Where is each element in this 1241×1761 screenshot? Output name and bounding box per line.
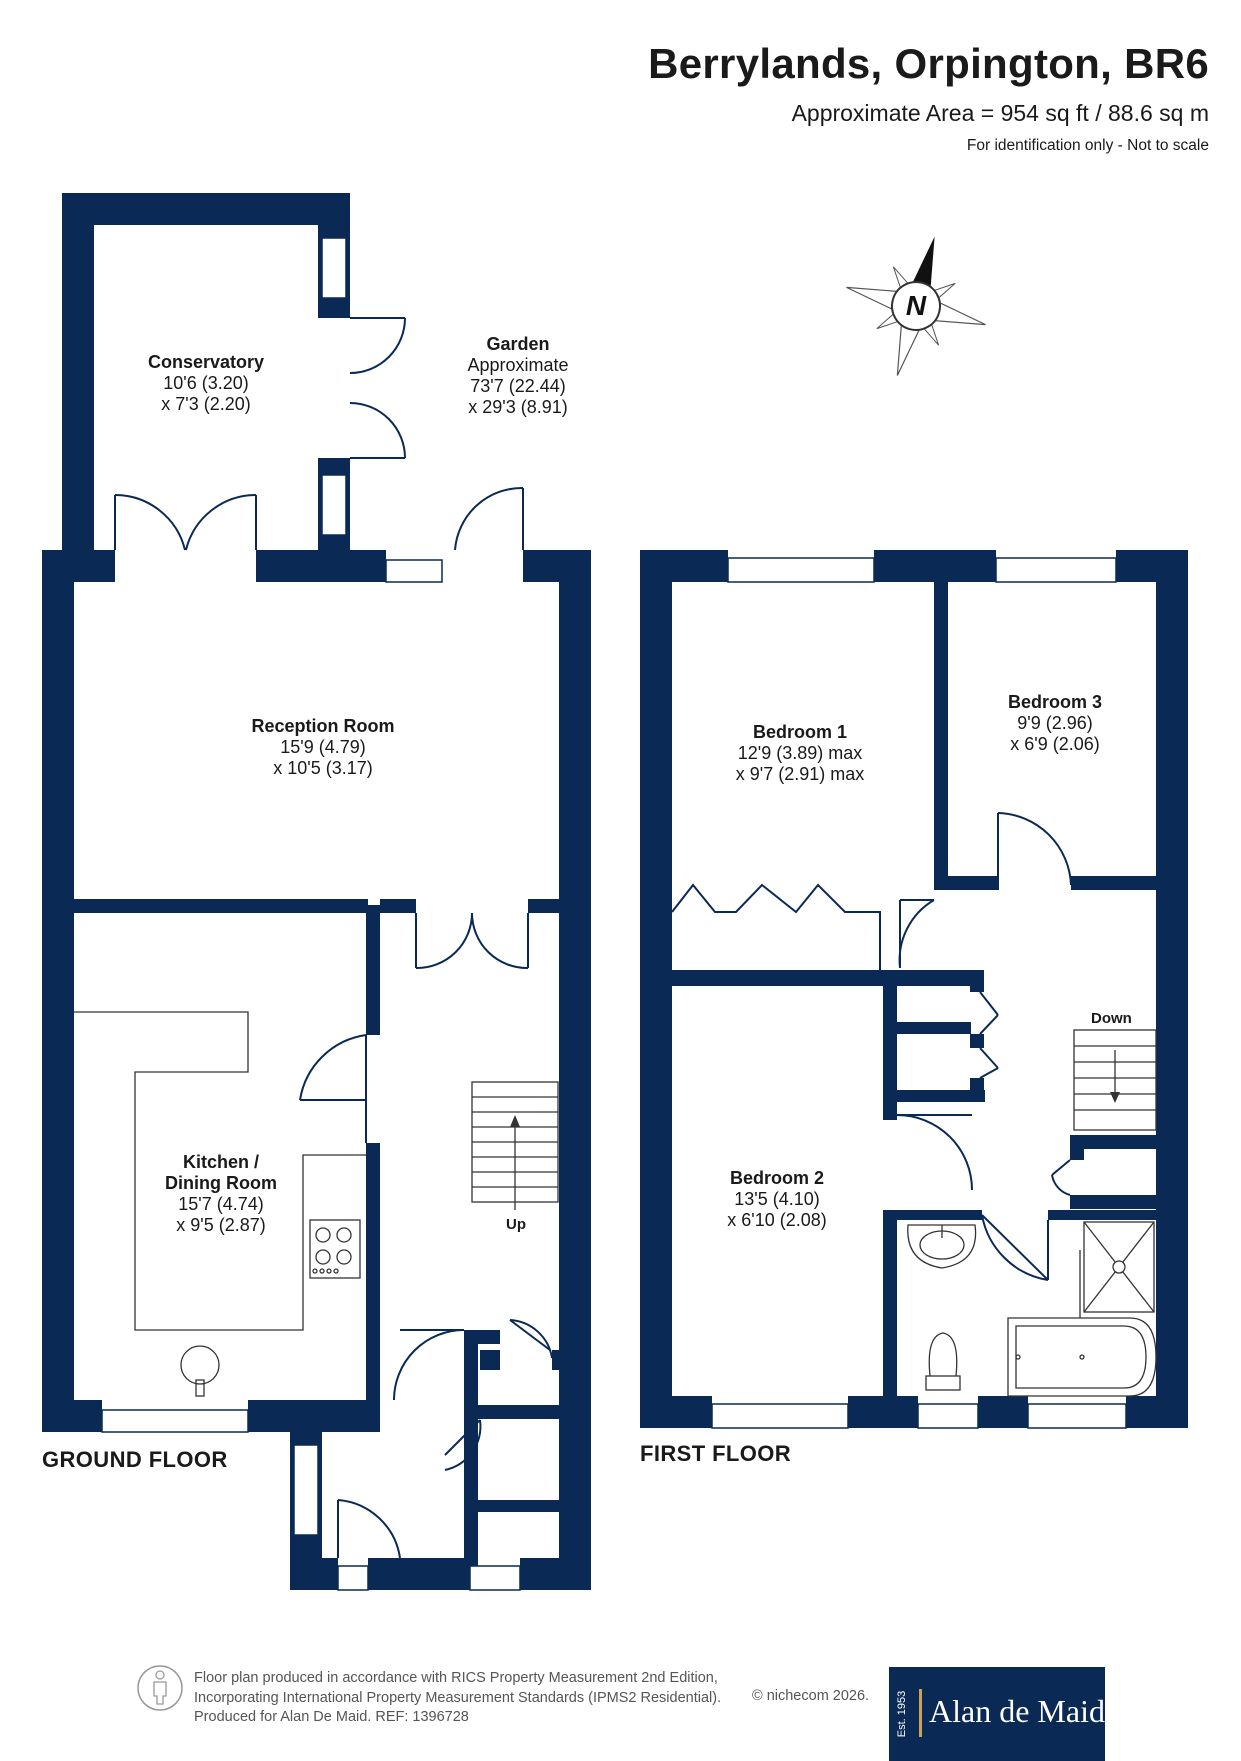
first-floor-windows: [711, 557, 1127, 1429]
copyright-notice: © nichecom 2026.: [752, 1688, 870, 1704]
room-dimension: x 9'5 (2.87): [176, 1215, 266, 1235]
bathroom-fittings: [907, 1221, 1157, 1397]
kitchen-fittings: [74, 1011, 366, 1397]
room-label-bedroom-2: Bedroom 2 13'5 (4.10) x 6'10 (2.08): [727, 1168, 827, 1231]
room-dimension: x 29'3 (8.91): [468, 397, 568, 417]
room-name: Reception Room: [251, 716, 395, 736]
room-dimension: x 9'7 (2.91) max: [735, 764, 865, 784]
first-floor-doors: [671, 812, 1072, 1281]
room-name: Dining Room: [165, 1173, 277, 1193]
room-name: Bedroom 2: [729, 1168, 825, 1188]
room-label-kitchen: Kitchen / Dining Room 15'7 (4.74) x 9'5 …: [165, 1152, 277, 1236]
room-name: Garden: [486, 334, 550, 354]
stairs-down: [1073, 1029, 1157, 1131]
room-dimension: 15'7 (4.74): [178, 1194, 264, 1214]
room-label-garden: Garden Approximate 73'7 (22.44) x 29'3 (…: [467, 334, 568, 418]
room-dimension: 10'6 (3.20): [163, 373, 249, 393]
logo-established: Est. 1953: [896, 1690, 908, 1738]
room-dimension: 9'9 (2.96): [1017, 713, 1093, 733]
room-name: Kitchen /: [182, 1152, 260, 1172]
footer-line: Produced for Alan De Maid. REF: 1396728: [194, 1709, 469, 1725]
room-dimension: 73'7 (22.44): [470, 376, 566, 396]
scale-note: For identification only - Not to scale: [966, 137, 1209, 154]
room-dimension: 12'9 (3.89) max: [737, 743, 863, 763]
room-dimension: 13'5 (4.10): [734, 1189, 820, 1209]
room-name: Bedroom 3: [1007, 692, 1103, 712]
stairs-down-label: Down: [1091, 1010, 1132, 1027]
logo-name: Alan de Maid: [929, 1693, 1105, 1729]
stairs-up: [471, 1081, 559, 1210]
room-label-conservatory: Conservatory 10'6 (3.20) x 7'3 (2.20): [148, 352, 264, 415]
footer-disclaimer: Floor plan produced in accordance with R…: [194, 1669, 721, 1728]
approximate-area: Approximate Area = 954 sq ft / 88.6 sq m: [791, 100, 1209, 126]
ground-floor-windows: [101, 237, 521, 1591]
room-name: Bedroom 1: [752, 722, 848, 742]
room-label-bedroom-1: Bedroom 1 12'9 (3.89) max x 9'7 (2.91) m…: [736, 722, 865, 785]
logo-accent-bar: [919, 1689, 922, 1737]
ground-floor-label: GROUND FLOOR: [42, 1447, 228, 1472]
room-dimension: x 6'9 (2.06): [1010, 734, 1100, 754]
ground-floor-doors: [114, 317, 553, 1559]
footer-line: Floor plan produced in accordance with R…: [194, 1670, 718, 1686]
room-dimension: x 7'3 (2.20): [161, 394, 251, 414]
room-label-reception: Reception Room 15'9 (4.79) x 10'5 (3.17): [251, 716, 394, 779]
room-dimension: x 6'10 (2.08): [727, 1210, 827, 1230]
person-icon: [137, 1665, 183, 1711]
room-label-bedroom-3: Bedroom 3 9'9 (2.96) x 6'9 (2.06): [1008, 692, 1102, 755]
compass-rose: [846, 236, 986, 376]
first-floor-label: FIRST FLOOR: [640, 1441, 792, 1466]
compass-north-label: N: [906, 290, 927, 321]
stairs-up-label: Up: [506, 1216, 526, 1233]
room-dimension: x 10'5 (3.17): [273, 758, 373, 778]
room-dimension: 15'9 (4.79): [280, 737, 366, 757]
room-dimension: Approximate: [467, 355, 569, 375]
first-floor-walls: [640, 550, 1188, 1428]
ground-floor-walls: [42, 193, 591, 1590]
footer-line: Incorporating International Property Mea…: [194, 1689, 722, 1706]
room-name: Conservatory: [147, 352, 265, 372]
agency-logo: Est. 1953 Alan de Maid: [889, 1667, 1105, 1761]
property-title: Berrylands, Orpington, BR6: [648, 40, 1209, 87]
